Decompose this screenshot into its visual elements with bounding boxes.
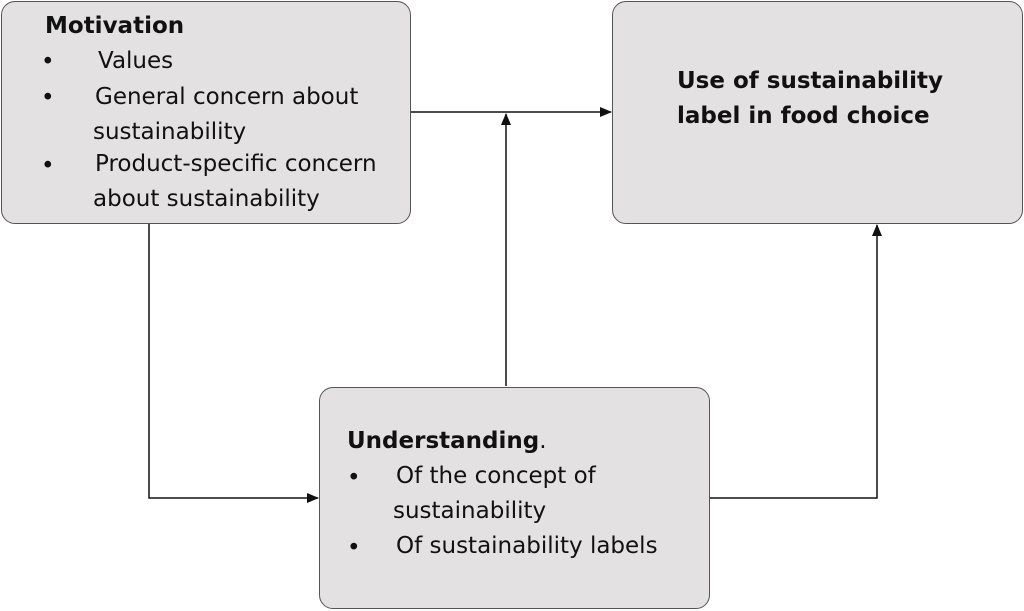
understanding-title: Understanding [347, 428, 540, 454]
use-title-line2: label in food choice [677, 103, 930, 129]
bullet-icon: • [41, 85, 55, 111]
motivation-item-values: Values [98, 48, 174, 74]
bullet-icon: • [41, 49, 55, 75]
understanding-heading: Understanding. [347, 428, 547, 454]
understanding-title-suffix: . [539, 428, 547, 454]
motivation-box: Motivation • Values • General concern ab… [1, 1, 411, 224]
understanding-item-labels: Of sustainability labels [396, 533, 658, 559]
arrow-understanding-to-use [710, 224, 882, 499]
motivation-item-general-concern: General concern about [95, 84, 359, 110]
understanding-box: Understanding. • Of the concept of susta… [319, 387, 710, 609]
use-title-line1: Use of sustainability [677, 68, 943, 94]
understanding-item-concept: Of the concept of [396, 463, 596, 489]
bullet-icon: • [347, 535, 361, 561]
use-box: Use of sustainability label in food choi… [612, 1, 1023, 224]
understanding-item-concept-cont: sustainability [393, 498, 547, 524]
motivation-title: Motivation [45, 13, 185, 39]
motivation-item-product-concern-cont: about sustainability [93, 186, 320, 212]
bullet-icon: • [347, 465, 361, 491]
arrow-motivation-to-understanding [148, 224, 319, 503]
motivation-item-general-concern-cont: sustainability [93, 119, 247, 145]
motivation-item-product-concern: Product-specific concern [95, 151, 377, 177]
bullet-icon: • [41, 153, 55, 179]
